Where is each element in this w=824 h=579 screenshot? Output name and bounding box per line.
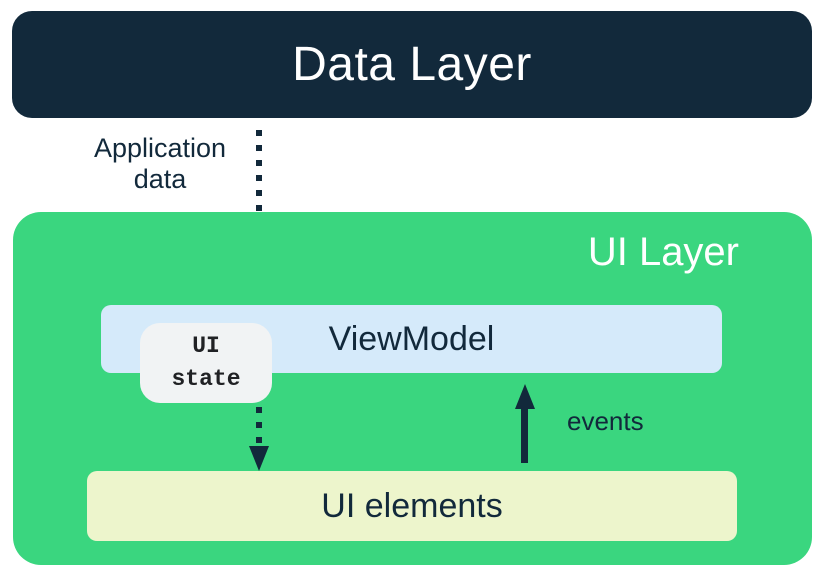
application-data-dotted-arrow [256, 130, 262, 272]
events-arrow [521, 407, 528, 463]
data-layer-label: Data Layer [292, 38, 532, 91]
arrow-down-icon [249, 446, 269, 471]
viewmodel-label: ViewModel [328, 319, 495, 358]
ui-state-line1: UI [192, 332, 220, 359]
ui-elements-box: UI elements [87, 471, 737, 541]
data-layer-box: Data Layer [12, 11, 812, 118]
ui-state-dotted-arrow [256, 407, 262, 447]
events-label: events [567, 406, 644, 436]
ui-layer-label: UI Layer [587, 230, 739, 274]
ui-state-line2: state [171, 366, 241, 392]
ui-state-chip: UI state [140, 323, 272, 403]
application-data-label: Application data [93, 133, 227, 194]
ui-elements-label: UI elements [321, 486, 503, 525]
arrow-up-icon [515, 384, 535, 409]
